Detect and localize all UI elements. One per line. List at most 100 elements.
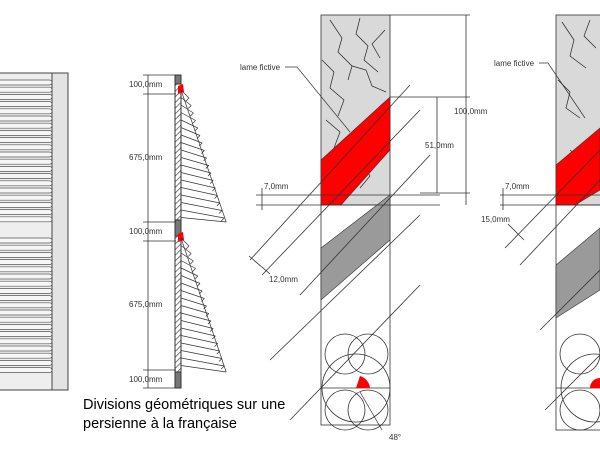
detail-b-dim-thick-line	[507, 223, 525, 241]
profile-envelope	[180, 217, 227, 223]
profile-envelope	[180, 89, 227, 223]
profile-slat-edge	[194, 127, 199, 132]
shutter-slat	[0, 79, 53, 86]
shutter-slat	[0, 302, 53, 309]
profile-slat	[180, 194, 220, 204]
profile-slat	[180, 142, 205, 151]
shutter-slat	[0, 151, 53, 158]
caption-line-1: Divisions géométriques sur une	[83, 397, 286, 413]
shutter-slat	[0, 115, 53, 122]
shutter-slat	[0, 158, 53, 165]
shutter-slat	[0, 166, 53, 172]
dim-chain-ticks	[143, 74, 176, 389]
profile-slat-edge	[190, 112, 194, 117]
profile-slat	[180, 342, 220, 352]
detail-a-guides	[249, 14, 470, 421]
shutter-slats-top	[0, 79, 53, 223]
profile-dim-4: 675,0mm	[129, 300, 163, 309]
shutter-slat	[0, 367, 53, 373]
shutter-slat	[0, 130, 53, 136]
detail-a-angle-leader	[359, 391, 383, 431]
shutter-slat	[0, 259, 53, 265]
profile-slat	[180, 187, 218, 196]
detail-a: 100,0mm 51,0mm 7,0mm 12,0mm lame fictive…	[240, 14, 488, 442]
detail-b: 7,0mm 15,0mm lame fictive	[481, 14, 600, 431]
shutter-stile	[51, 72, 69, 391]
profile-slat	[180, 275, 201, 284]
shutter-slat	[0, 316, 53, 323]
detail-b-angle-arc	[590, 378, 600, 388]
detail-b-grey-slat	[555, 227, 600, 319]
detail-b-dim-thick: 15,0mm	[481, 215, 510, 224]
profile-slat	[180, 149, 207, 159]
profile-envelope	[180, 237, 227, 373]
profile-slat	[180, 172, 214, 181]
detail-a-dim-thick-line	[248, 255, 271, 275]
profile-slats-top	[180, 89, 227, 223]
shutter-slats-bottom	[0, 237, 53, 373]
profile-slat	[180, 267, 198, 277]
profile-rail-bottom	[174, 371, 182, 389]
profile-slat	[180, 119, 198, 129]
profile-slat	[180, 327, 216, 337]
detail-a-red-slat	[320, 96, 391, 206]
shutter-slat	[0, 209, 53, 215]
profile-slat-edge	[185, 245, 190, 250]
profile-slat-edge	[209, 180, 214, 184]
profile-slat	[180, 350, 223, 359]
profile-slat-edge	[185, 97, 190, 102]
profile-slat	[180, 297, 207, 307]
shutter-slat	[0, 309, 53, 316]
profile-dim-2: 675,0mm	[129, 153, 163, 162]
profile-dim-1: 100,0mm	[129, 80, 163, 89]
profile-slat	[180, 335, 218, 344]
detail-b-label-leader	[539, 62, 586, 119]
shutter-slat	[0, 288, 53, 294]
detail-b-dim-gap: 7,0mm	[505, 182, 530, 191]
detail-a-label-leader	[285, 66, 351, 133]
caption-line-2: persienne à la française	[83, 416, 237, 432]
profile-slat-edge	[220, 365, 225, 370]
profile-dim-3: 100,0mm	[129, 227, 163, 236]
detail-a-dim-total: 100,0mm	[454, 107, 488, 116]
shutter-slat	[0, 180, 53, 187]
detail-a-dim-gap: 7,0mm	[264, 182, 289, 191]
side-profile: 100,0mm 675,0mm 100,0mm 675,0mm 100,0mm	[129, 74, 227, 389]
profile-slat	[180, 357, 225, 367]
shutter-slat	[0, 216, 53, 223]
profile-slat-edge	[203, 305, 207, 310]
shutter-slat	[0, 101, 53, 107]
profile-slat	[180, 312, 212, 322]
shutter-slat	[0, 122, 53, 129]
detail-a-angle: 48°	[389, 433, 401, 442]
profile-rail-top	[174, 74, 182, 85]
shutter-slat	[0, 295, 53, 301]
profile-slat	[180, 305, 209, 314]
profile-slat	[180, 157, 209, 166]
profile-slat-edge	[220, 217, 225, 222]
profile-slat-edge	[207, 172, 212, 177]
profile-slat	[180, 290, 205, 299]
profile-slat	[180, 127, 201, 136]
detail-b-guides	[500, 149, 600, 411]
shutter-front-view	[0, 72, 69, 391]
shutter-slat	[0, 345, 53, 352]
detail-b-red-slat	[555, 127, 600, 206]
profile-slat-edge	[201, 150, 205, 154]
shutter-slat	[0, 324, 53, 330]
shutter-slat	[0, 194, 53, 201]
shutter-slat	[0, 202, 53, 208]
profile-slat-edge	[187, 105, 192, 109]
shutter-slat	[0, 331, 53, 337]
profile-slat-edge	[216, 202, 221, 207]
profile-slat	[180, 260, 196, 269]
shutter-slat	[0, 252, 53, 258]
shutter-slat	[0, 94, 53, 100]
shutter-slat	[0, 144, 53, 151]
profile-slat	[180, 112, 196, 121]
detail-b-label: lame fictive	[494, 59, 535, 68]
profile-slat-edge	[218, 210, 223, 214]
profile-slat-edge	[192, 268, 196, 272]
shutter-slat	[0, 266, 53, 273]
detail-a-angle-arc	[356, 376, 370, 388]
